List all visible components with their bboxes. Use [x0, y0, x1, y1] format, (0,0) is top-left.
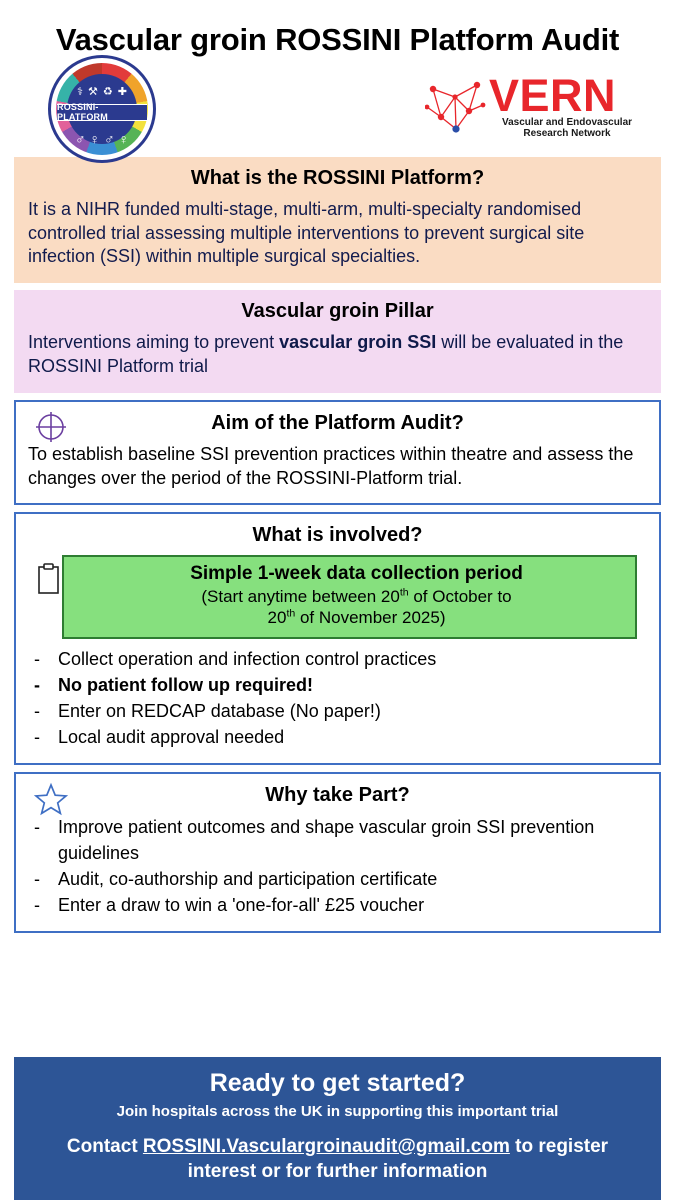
page-title: Vascular groin ROSSINI Platform Audit	[55, 22, 620, 57]
star-icon	[32, 782, 70, 816]
list-item: -Improve patient outcomes and shape vasc…	[28, 815, 647, 865]
callout-heading: Simple 1-week data collection period	[190, 563, 523, 585]
dash-marker: -	[34, 727, 40, 748]
section-what-is-involved: What is involved? Simple 1-week data col…	[14, 512, 661, 766]
section-title-row: Why take Part?	[28, 782, 647, 816]
dash-marker: -	[34, 674, 40, 695]
footer-contact: Contact ROSSINI.Vasculargroinaudit@gmail…	[30, 1134, 645, 1184]
rossini-platform-logo: ⚕⚒♻✚ ROSSINI-PLATFORM ♂♀♂♀	[48, 54, 156, 163]
callout-sub2-pre: 20	[267, 608, 287, 628]
section-title: What is involved?	[252, 524, 423, 547]
footer-subtitle: Join hospitals across the UK in supporti…	[116, 1102, 559, 1120]
section-title: Why take Part?	[265, 784, 410, 807]
section-title: What is the ROSSINI Platform?	[190, 166, 485, 189]
dash-marker: -	[34, 817, 40, 838]
list-item-label: Improve patient outcomes and shape vascu…	[58, 817, 595, 863]
list-item: -No patient follow up required!	[28, 673, 647, 698]
section-title-row: Aim of the Platform Audit?	[28, 410, 647, 443]
list-item-label: No patient follow up required!	[58, 674, 313, 695]
list-item-label: Enter a draw to win a 'one-for-all' £25 …	[58, 894, 425, 915]
list-item-label: Enter on REDCAP database (No paper!)	[58, 701, 381, 722]
dash-marker: -	[34, 701, 40, 722]
pillar-text-bold: vascular groin SSI	[279, 332, 437, 353]
involved-bullet-list: -Collect operation and infection control…	[28, 647, 647, 751]
list-item-label: Collect operation and infection control …	[58, 648, 437, 669]
vern-network-logo: VERN Vascular and Endovascular Research …	[425, 69, 643, 143]
list-item: -Local audit approval needed	[28, 725, 647, 750]
data-collection-callout: Simple 1-week data collection period (St…	[38, 555, 637, 639]
pillar-text-post: will be evaluated in the ROSSINI Platfor…	[28, 332, 624, 377]
vern-subtitle: Vascular and Endovascular Research Netwo…	[501, 116, 633, 140]
dash-marker: -	[34, 894, 40, 915]
footer-cta: Ready to get started? Join hospitals acr…	[14, 1056, 661, 1200]
vern-wordmark: VERN	[489, 69, 617, 121]
list-item: -Enter on REDCAP database (No paper!)	[28, 699, 647, 724]
rossini-logo-band-text: ROSSINI-PLATFORM	[57, 102, 147, 122]
section-body: It is a NIHR funded multi-stage, multi-a…	[28, 198, 585, 267]
footer-title: Ready to get started?	[209, 1068, 466, 1097]
section-aim-of-audit: Aim of the Platform Audit? To establish …	[14, 400, 661, 506]
list-item-label: Audit, co-authorship and participation c…	[58, 868, 438, 889]
callout-sub2-post: of November 2025)	[295, 608, 446, 628]
panels-container: What is the ROSSINI Platform? It is a NI…	[0, 156, 675, 934]
section-what-is-rossini: What is the ROSSINI Platform? It is a NI…	[14, 156, 661, 284]
clipboard-icon	[38, 563, 59, 594]
contact-suffix: to register interest or for further info…	[187, 1135, 609, 1182]
callout-sub-sup2: th	[286, 607, 296, 620]
target-crosshair-icon	[32, 410, 70, 444]
why-bullet-list: -Improve patient outcomes and shape vasc…	[28, 815, 647, 918]
section-vascular-groin-pillar: Vascular groin Pillar Interventions aimi…	[14, 290, 661, 394]
logo-row: ⚕⚒♻✚ ROSSINI-PLATFORM ♂♀♂♀	[18, 54, 657, 163]
section-why-take-part: Why take Part? -Improve patient outcomes…	[14, 772, 661, 934]
vern-network-graphic	[425, 81, 486, 133]
rossini-logo-people: ♂♀♂♀	[75, 130, 129, 147]
callout-sub-pre: (Start anytime between 20	[201, 587, 400, 607]
rossini-logo-icons: ⚕⚒♻✚	[77, 86, 127, 99]
poster-header: Vascular groin ROSSINI Platform Audit ⚕⚒…	[0, 0, 675, 163]
dash-marker: -	[34, 868, 40, 889]
pillar-text-pre: Interventions aiming to prevent	[28, 332, 280, 353]
section-body: To establish baseline SSI prevention pra…	[28, 444, 634, 489]
section-body: Interventions aiming to prevent vascular…	[28, 331, 647, 379]
list-item: -Enter a draw to win a 'one-for-all' £25…	[28, 893, 647, 918]
dash-marker: -	[34, 648, 40, 669]
list-item: -Collect operation and infection control…	[28, 647, 647, 672]
callout-sub-post: of October to	[408, 587, 512, 607]
list-item-label: Local audit approval needed	[58, 727, 285, 748]
contact-email-link[interactable]: ROSSINI.Vasculargroinaudit@gmail.com	[142, 1135, 510, 1157]
contact-prefix: Contact	[66, 1135, 143, 1157]
list-item: -Audit, co-authorship and participation …	[28, 867, 647, 892]
callout-subtext: (Start anytime between 20th of October t…	[74, 586, 625, 629]
section-title: Vascular groin Pillar	[241, 300, 434, 323]
section-title: Aim of the Platform Audit?	[211, 412, 464, 435]
callout-sub-sup1: th	[399, 586, 409, 599]
